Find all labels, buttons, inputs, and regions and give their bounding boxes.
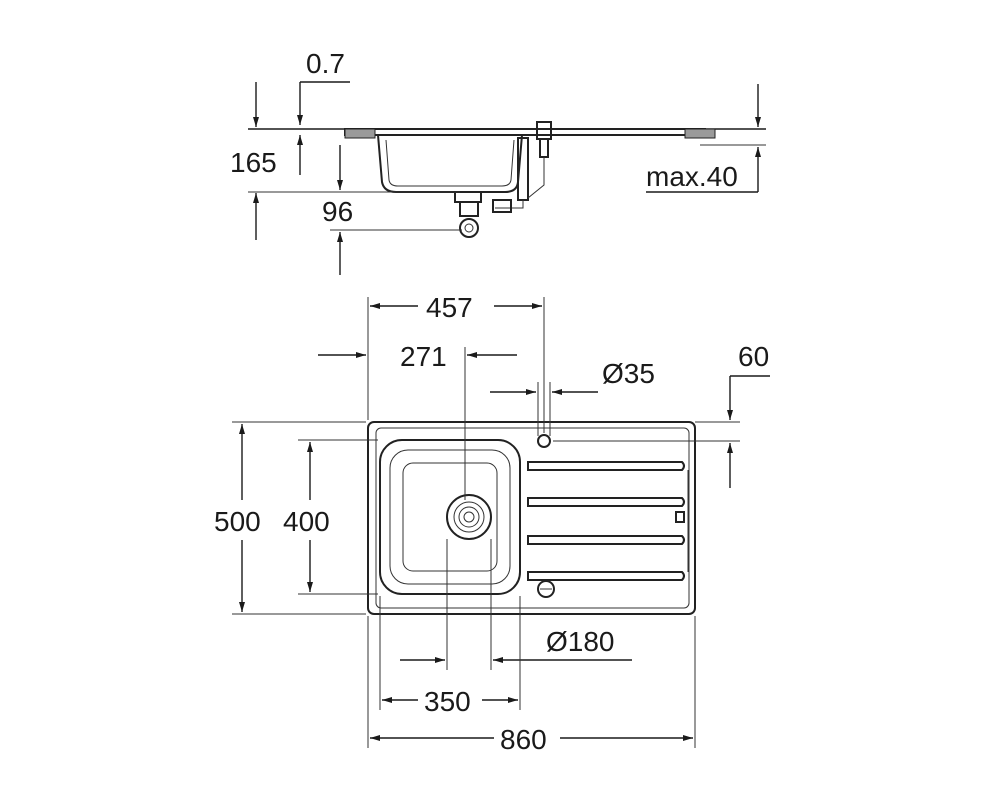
- dim-waste-offset: 271: [400, 341, 447, 372]
- dim-depth: 96: [322, 196, 353, 227]
- dim-overall-width: 860: [500, 724, 547, 755]
- dim-height: 165: [230, 147, 277, 178]
- dim-bowl-width: 350: [424, 686, 471, 717]
- dim-bowl-offset: 457: [426, 292, 473, 323]
- top-view: 457 271 Ø35 60 500 400: [214, 292, 770, 755]
- dim-worktop: max.40: [646, 161, 738, 192]
- side-view: 0.7 165 96 max.40: [230, 48, 766, 275]
- dim-overall-depth: 500: [214, 506, 261, 537]
- dim-tap-hole: Ø35: [602, 358, 655, 389]
- dim-tap-edge: 60: [738, 341, 769, 372]
- dim-thickness: 0.7: [306, 48, 345, 79]
- dim-waste-diameter: Ø180: [546, 626, 615, 657]
- dim-bowl-depth: 400: [283, 506, 330, 537]
